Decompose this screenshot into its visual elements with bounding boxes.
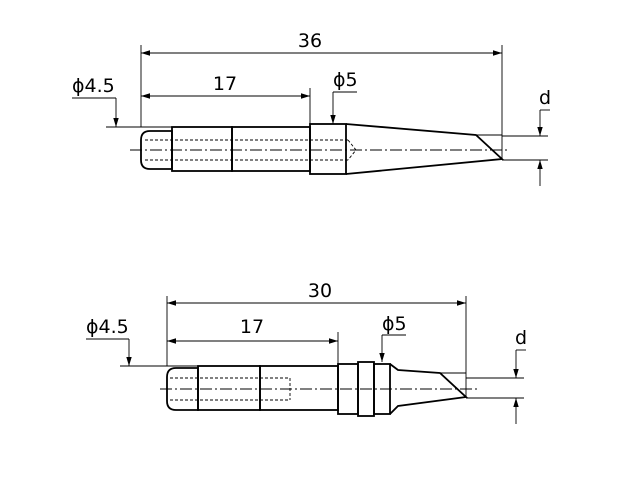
leader-shank-diameter-top: ϕ4.5 xyxy=(72,75,172,128)
total-length-label-bottom: 30 xyxy=(308,280,332,302)
dimension-shank-length-top: 17 xyxy=(141,73,311,124)
cone-tip-top xyxy=(345,123,505,175)
shank-top xyxy=(140,126,311,172)
shank-diameter-label-top: ϕ4.5 xyxy=(72,75,115,97)
tip-drawing-top: 36 17 ϕ4.5 ϕ5 d xyxy=(72,30,551,186)
cone-tip-bottom xyxy=(389,363,469,415)
shank-length-label-top: 17 xyxy=(213,73,237,95)
dimension-total-length-bottom: 30 xyxy=(166,280,467,397)
tip-size-label-bottom: d xyxy=(515,327,527,349)
dimension-total-length-top: 36 xyxy=(140,30,503,159)
shank-length-label-bottom: 17 xyxy=(240,316,264,338)
shank-bottom xyxy=(166,365,339,411)
leader-shank-diameter-bottom: ϕ4.5 xyxy=(86,316,198,367)
leader-collar-diameter-top: ϕ5 xyxy=(330,69,358,124)
dimension-tip-size-bottom: d xyxy=(466,327,527,424)
leader-collar-diameter-bottom: ϕ5 xyxy=(379,313,407,362)
dimension-shank-length-bottom: 17 xyxy=(167,316,339,364)
shank-diameter-label-bottom: ϕ4.5 xyxy=(86,316,129,338)
tip-size-label-top: d xyxy=(539,87,551,109)
collar-diameter-label-top: ϕ5 xyxy=(333,69,358,91)
tip-drawing-bottom: 30 17 ϕ4.5 ϕ5 d xyxy=(86,280,527,424)
total-length-label-top: 36 xyxy=(298,30,322,52)
collar-top xyxy=(309,123,347,175)
collar-diameter-label-bottom: ϕ5 xyxy=(382,313,407,335)
dimension-tip-size-top: d xyxy=(502,87,551,186)
